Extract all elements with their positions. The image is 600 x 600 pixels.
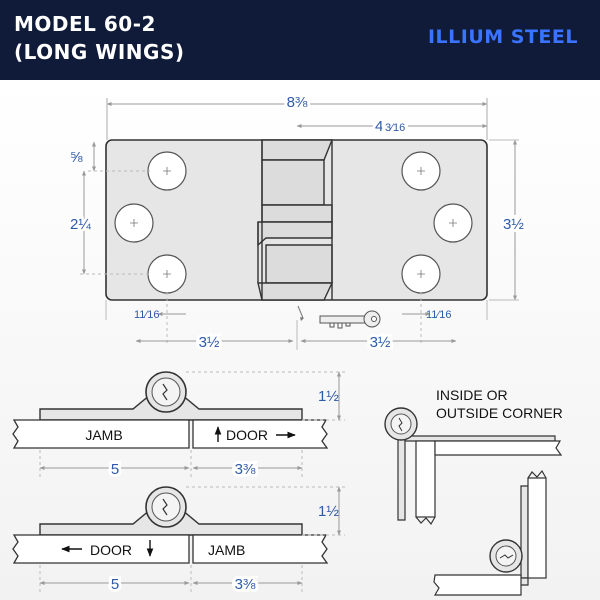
door-board-2 — [12, 534, 190, 564]
jamb-board-2 — [192, 534, 329, 564]
svg-text:4: 4 — [375, 118, 383, 135]
corner-label-line1: INSIDE OR — [436, 387, 508, 403]
door-label: DOOR — [226, 427, 268, 443]
corner-label-line2: OUTSIDE CORNER — [436, 405, 563, 421]
side-view-jamb-door: JAMB DOOR 5 3⅜ 1½ — [12, 371, 345, 481]
hinge-top-view: 8⅜ 4 3⁄16 — [68, 91, 528, 354]
model-title: MODEL 60-2 — [14, 12, 156, 36]
brand-name: ILLIUM STEEL — [427, 26, 578, 48]
key-icon — [297, 305, 381, 329]
model-subtitle: (LONG WINGS) — [14, 40, 185, 64]
dim-door-width: 3⅜ — [235, 461, 256, 478]
dim-top-hole-offset: ⅝ — [70, 149, 83, 166]
jamb-label-2: JAMB — [208, 542, 245, 558]
dim-edge-offset-right: 11⁄16 — [426, 309, 452, 321]
dim-hole-to-center-right: 3½ — [370, 334, 391, 351]
corner-view-lower — [433, 469, 547, 596]
jamb-label: JAMB — [85, 427, 122, 443]
dim-knuckle-height-2: 1½ — [318, 503, 339, 520]
dim-knuckle-height: 1½ — [318, 388, 339, 405]
header-bar: MODEL 60-2 (LONG WINGS) ILLIUM STEEL — [0, 0, 600, 80]
door-board — [192, 419, 329, 449]
door-label-2: DOOR — [90, 542, 132, 558]
hinge-knuckle — [257, 139, 334, 301]
dim-half-width: 4 3⁄16 — [372, 115, 408, 138]
dim-overall-width: 8⅜ — [287, 94, 308, 111]
corner-view-upper — [384, 407, 563, 526]
dim-jamb-width: 5 — [111, 461, 119, 478]
jamb-board — [12, 419, 190, 449]
side-view-door-jamb: DOOR JAMB 5 3⅜ 1½ — [12, 486, 345, 596]
dim-edge-offset-left: 11⁄16 — [134, 309, 160, 321]
dim-hole-spacing: 2¼ — [70, 216, 91, 233]
svg-text:3⁄16: 3⁄16 — [385, 122, 405, 134]
dim-hole-to-center-left: 3½ — [199, 334, 220, 351]
dim-jamb-width-2: 5 — [111, 576, 119, 593]
dim-door-width-2: 3⅜ — [235, 576, 256, 593]
dim-height: 3½ — [503, 216, 524, 233]
